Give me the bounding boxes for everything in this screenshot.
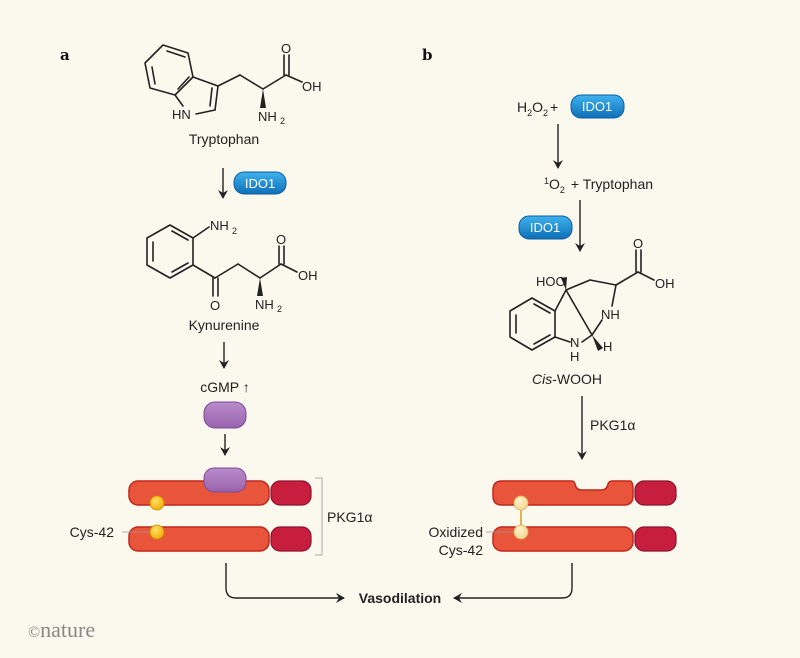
tryptophan-atom-nh: NH: [258, 109, 277, 124]
cys42-oxidized-bottom: [513, 524, 529, 540]
cis-wooh-atom-n: N: [570, 335, 579, 350]
singlet-oxygen-tryptophan: 1O2+ Tryptophan: [544, 176, 653, 195]
pkg1a-dimer-a: [122, 467, 323, 556]
ido1-label-b-mid: IDO1: [530, 220, 560, 235]
pkg-head-top-a: [270, 480, 312, 506]
pkg-head-top-b: [634, 480, 677, 506]
panel-label-a: a: [60, 46, 70, 64]
pkg1a-label-a: PKG1α: [327, 509, 372, 525]
cgmp-label: cGMP ↑: [200, 379, 250, 395]
kynurenine-atom-o-carbonyl: O: [210, 298, 220, 313]
cis-wooh-atom-oh: OH: [655, 276, 675, 291]
ido1-pill-b-top: IDO1: [570, 94, 625, 119]
pkg-head-bottom-b: [634, 526, 677, 552]
kynurenine-atom-nh2-top: NH: [210, 218, 229, 233]
cis-wooh-atom-nh: NH: [601, 307, 620, 322]
kynurenine-atom-nh2-sub: 2: [277, 304, 282, 314]
ido1-label-b-top: IDO1: [582, 99, 612, 114]
kynurenine-atom-nh2: NH: [255, 297, 274, 312]
cis-wooh-atom-hoo: HOO: [536, 274, 566, 289]
cis-wooh-structure: [509, 249, 655, 351]
tryptophan-atom-o: O: [281, 41, 291, 56]
cys42-label-a: Cys-42: [70, 524, 115, 540]
cgmp-protein-shape: [203, 401, 247, 429]
h2o2-h: H2O2+: [517, 99, 558, 118]
cgmp-bound-protein: [203, 467, 247, 493]
pkg1a-label-b-arrow: PKG1α: [590, 417, 635, 433]
cis-wooh-atom-o: O: [633, 236, 643, 251]
oxidized-label-line1: Oxidized: [429, 524, 483, 540]
tryptophan-atom-hn: HN: [172, 107, 191, 122]
panel-label-b: b: [422, 46, 433, 64]
kynurenine-atom-oh: OH: [298, 268, 318, 283]
arrow-b-to-vasodilation: [453, 563, 573, 603]
oxidized-label-line2: Cys-42: [439, 542, 484, 558]
ido1-pill-a: IDO1: [233, 171, 287, 195]
arrow-a-to-vasodilation: [225, 563, 345, 603]
nature-credit: ©nature: [28, 617, 95, 642]
cis-wooh-atom-h-stereo: H: [603, 339, 612, 354]
cys42-top-a: [149, 495, 165, 511]
cys42-oxidized-top: [513, 495, 529, 511]
pkg1a-dimer-b: [486, 480, 677, 552]
cis-wooh-atom-h-bottom: H: [570, 349, 579, 364]
cis-wooh-label: Cis-WOOH: [532, 371, 602, 387]
tryptophan-label: Tryptophan: [189, 131, 259, 147]
kynurenine-label: Kynurenine: [189, 317, 260, 333]
vasodilation-label: Vasodilation: [359, 590, 441, 606]
tryptophan-atom-oh: OH: [302, 79, 322, 94]
kynurenine-atom-o: O: [276, 232, 286, 247]
kynurenine-atom-nh2-top-sub: 2: [232, 226, 237, 236]
kynurenine-structure: [146, 224, 298, 297]
cys42-bottom-a: [149, 524, 165, 540]
pkg-head-bottom-a: [270, 526, 312, 552]
tryptophan-structure: [144, 44, 303, 115]
ido1-label-a: IDO1: [245, 176, 275, 191]
tryptophan-atom-nh-sub: 2: [280, 116, 285, 126]
ido1-pill-b-mid: IDO1: [518, 215, 573, 240]
pkg-body-top-b: [492, 480, 634, 506]
